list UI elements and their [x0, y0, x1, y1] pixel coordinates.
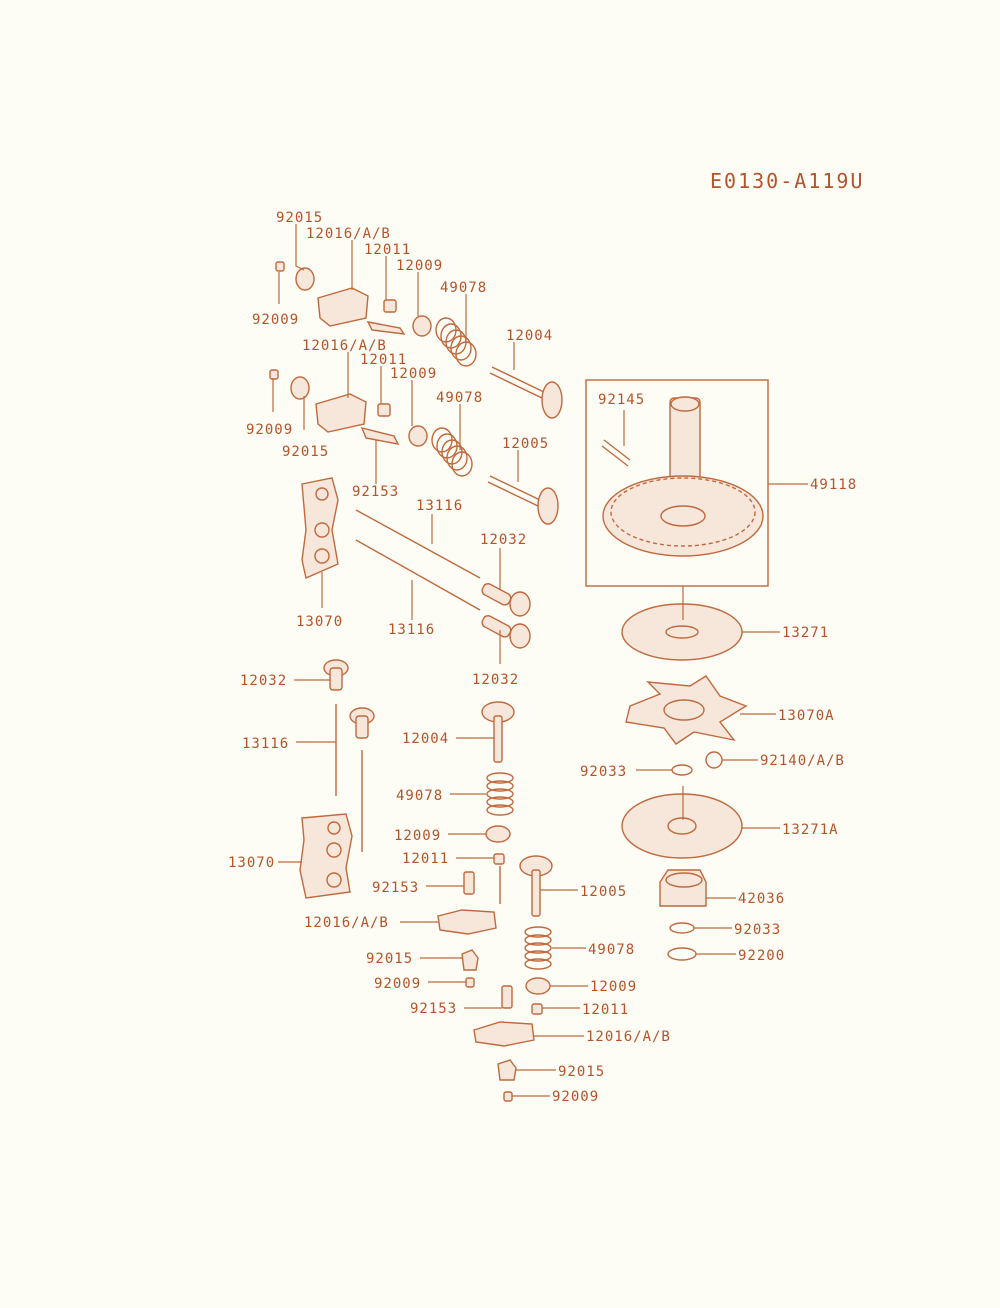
part-label: 49118: [810, 477, 857, 493]
part-label: 12004: [506, 328, 553, 344]
leader-lines: [272, 224, 808, 1097]
part-label: 92015: [366, 951, 413, 967]
part-label: 13271: [782, 625, 829, 641]
part-label: 13070: [296, 614, 343, 630]
part-label: 13070A: [778, 708, 835, 724]
part-label: 12009: [590, 979, 637, 995]
part-label: 12009: [390, 366, 437, 382]
part-label: 12016/A/B: [302, 338, 387, 354]
part-label: 12016/A/B: [586, 1029, 671, 1045]
part-label: 92015: [282, 444, 329, 460]
part-label: 92153: [352, 484, 399, 500]
part-label: 12011: [360, 352, 407, 368]
part-label: 12032: [480, 532, 527, 548]
part-label: 13116: [416, 498, 463, 514]
part-label: 13271A: [782, 822, 839, 838]
part-label: 12005: [580, 884, 627, 900]
part-labels: 92015 12016/A/B 12011 12009 49078 92009 …: [228, 210, 857, 1105]
part-label: 92145: [598, 392, 645, 408]
part-label: 42036: [738, 891, 785, 907]
part-label: 92009: [246, 422, 293, 438]
part-label: 12004: [402, 731, 449, 747]
part-label: 12032: [240, 673, 287, 689]
part-label: 92009: [374, 976, 421, 992]
part-label: 12011: [582, 1002, 629, 1018]
part-label: 12005: [502, 436, 549, 452]
part-label: 92153: [410, 1001, 457, 1017]
part-label: 12016/A/B: [304, 915, 389, 931]
part-label: 92009: [552, 1089, 599, 1105]
part-label: 12009: [394, 828, 441, 844]
part-label: 49078: [588, 942, 635, 958]
part-label: 13116: [388, 622, 435, 638]
part-label: 13116: [242, 736, 289, 752]
part-label: 92033: [580, 764, 627, 780]
part-label: 12016/A/B: [306, 226, 391, 242]
part-label: 92140/A/B: [760, 753, 845, 769]
part-label: 92033: [734, 922, 781, 938]
part-label: 12011: [402, 851, 449, 867]
part-label: 12011: [364, 242, 411, 258]
part-label: 13070: [228, 855, 275, 871]
part-label: 92153: [372, 880, 419, 896]
part-label: 92015: [558, 1064, 605, 1080]
part-label: 49078: [396, 788, 443, 804]
part-drawings: [269, 261, 769, 1102]
part-label: 12032: [472, 672, 519, 688]
part-label: 92200: [738, 948, 785, 964]
part-label: 49078: [436, 390, 483, 406]
diagram-code: E0130-A119U: [710, 169, 864, 193]
part-label: 92015: [276, 210, 323, 226]
part-label: 92009: [252, 312, 299, 328]
part-label: 49078: [440, 280, 487, 296]
part-label: 12009: [396, 258, 443, 274]
